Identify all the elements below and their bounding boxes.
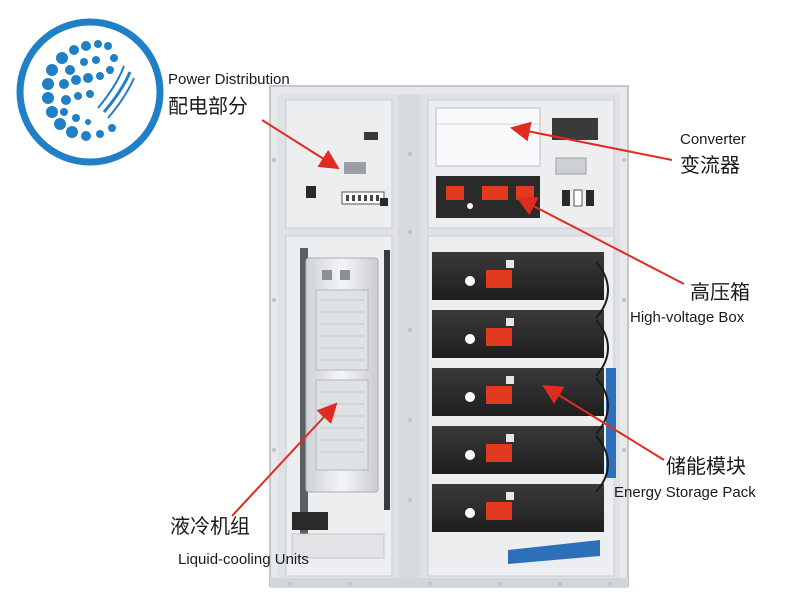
battery-module bbox=[432, 252, 604, 300]
label-high-voltage-box-en: High-voltage Box bbox=[630, 309, 745, 326]
battery-module bbox=[432, 484, 604, 532]
battery-rack bbox=[427, 235, 616, 577]
label-energy-storage-pack-zh: 储能模块 bbox=[666, 454, 746, 478]
label-power-distribution-en: Power Distribution bbox=[168, 71, 290, 88]
label-power-distribution-zh: 配电部分 bbox=[168, 94, 248, 118]
company-logo bbox=[16, 18, 164, 166]
arrow-converter bbox=[510, 121, 673, 161]
liquid-cooling-compartment bbox=[285, 235, 393, 577]
battery-module bbox=[432, 426, 604, 474]
label-energy-storage-pack-en: Energy Storage Pack bbox=[614, 484, 756, 501]
arrow-energy-storage-pack bbox=[542, 384, 665, 461]
label-high-voltage-box-zh: 高压箱 bbox=[690, 280, 750, 304]
battery-module bbox=[432, 310, 604, 358]
label-liquid-cooling-en: Liquid-cooling Units bbox=[178, 551, 309, 568]
label-converter-zh: 变流器 bbox=[680, 153, 740, 177]
arrow-liquid-cooling bbox=[231, 402, 338, 517]
battery-module bbox=[432, 368, 604, 416]
power-distribution-panel bbox=[285, 99, 393, 229]
high-voltage-box bbox=[436, 176, 540, 218]
label-converter-en: Converter bbox=[680, 131, 746, 148]
arrow-high-voltage-box bbox=[516, 197, 685, 285]
label-liquid-cooling-zh: 液冷机组 bbox=[170, 514, 250, 538]
callout-arrows bbox=[231, 119, 685, 517]
arrow-power-distribution bbox=[261, 119, 340, 170]
